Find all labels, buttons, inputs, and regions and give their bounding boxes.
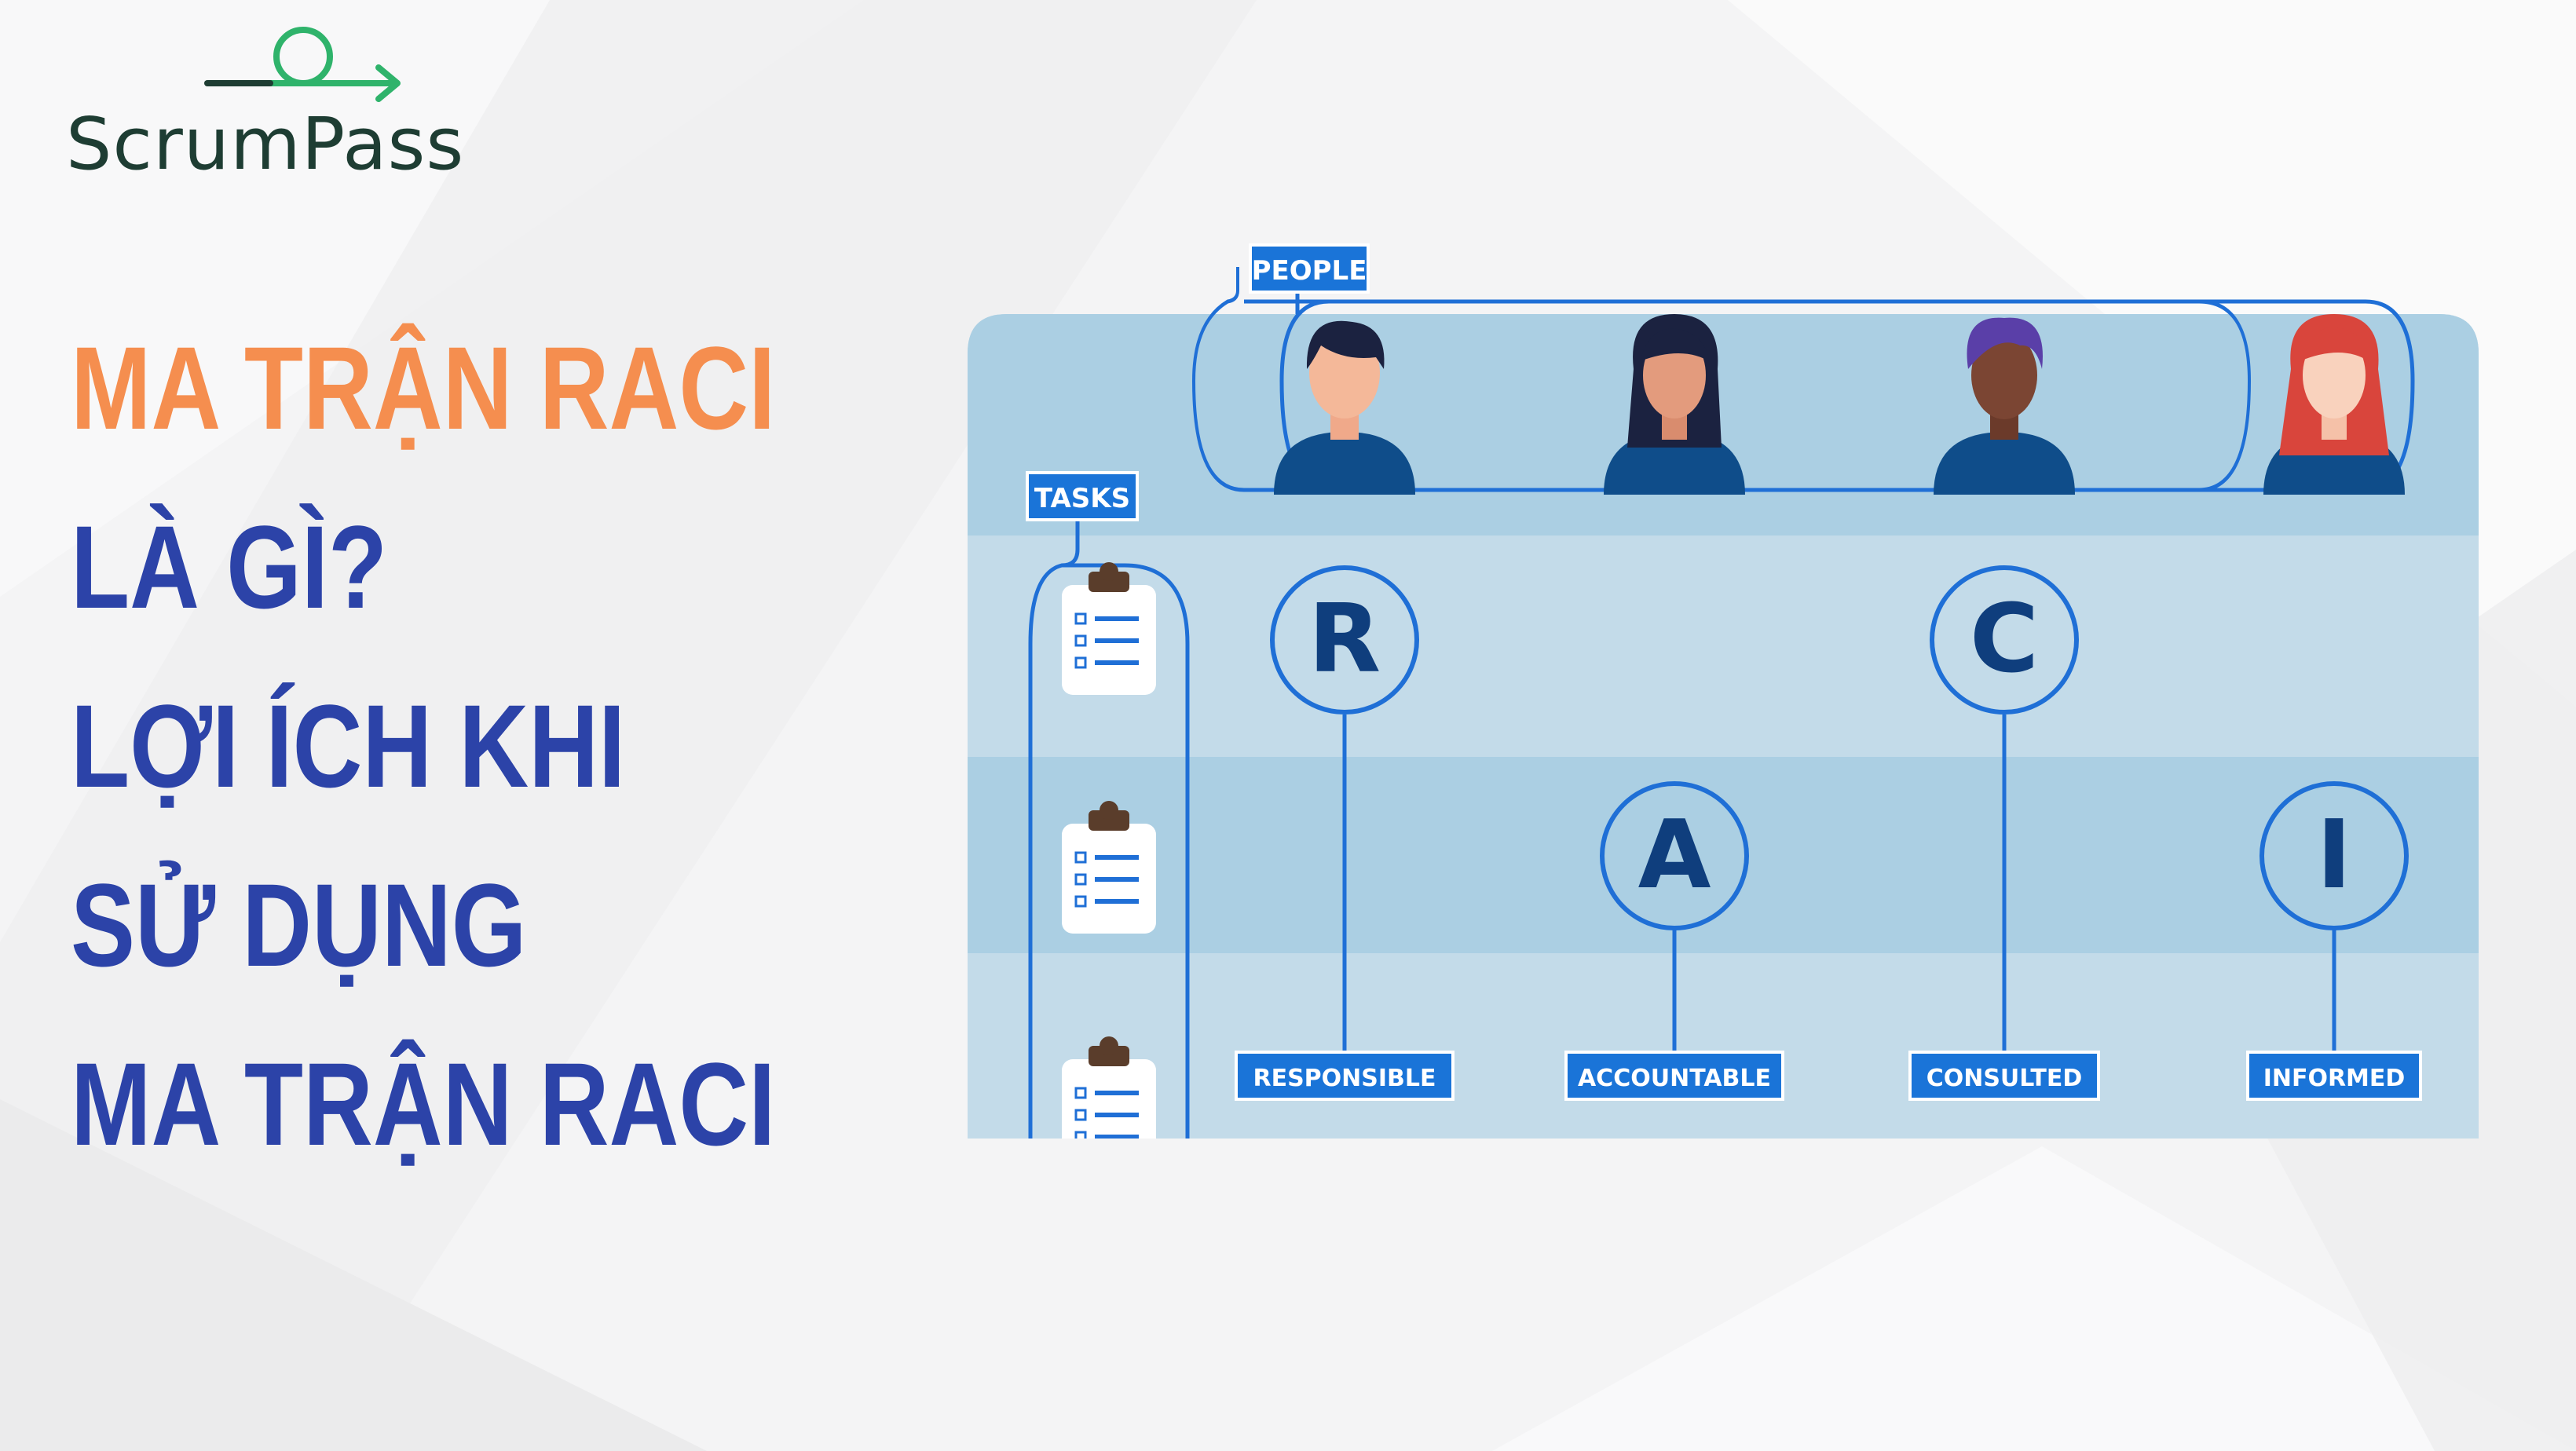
letter-a: A bbox=[1638, 801, 1711, 910]
letter-i: I bbox=[2317, 801, 2352, 910]
role-label-accountable: ACCOUNTABLE bbox=[1564, 1051, 1784, 1101]
headline-line-4: SỬ DỤNG bbox=[71, 859, 527, 991]
role-label-informed: INFORMED bbox=[2246, 1051, 2422, 1101]
people-label: PEOPLE bbox=[1252, 255, 1367, 287]
headline: MA TRẬN RACI LÀ GÌ? LỢI ÍCH KHI SỬ DỤNG … bbox=[71, 298, 792, 1193]
letter-i-circle: I bbox=[2259, 781, 2409, 930]
headline-line-2: LÀ GÌ? bbox=[71, 501, 388, 633]
brand-name: ScrumPass bbox=[66, 102, 465, 186]
person-icon bbox=[1274, 320, 1415, 495]
tasks-label: TASKS bbox=[1034, 483, 1130, 514]
informed-label: INFORMED bbox=[2263, 1065, 2406, 1092]
role-label-consulted: CONSULTED bbox=[1908, 1051, 2100, 1101]
accountable-label: ACCOUNTABLE bbox=[1578, 1065, 1771, 1092]
letter-a-circle: A bbox=[1600, 781, 1749, 930]
headline-line-5: MA TRẬN RACI bbox=[71, 1038, 776, 1170]
letter-c: C bbox=[1970, 585, 2039, 694]
letter-c-circle: C bbox=[1930, 565, 2079, 715]
tasks-tag: TASKS bbox=[1026, 471, 1139, 521]
person-icon bbox=[1604, 314, 1745, 495]
scrumpass-logo: ScrumPass bbox=[66, 24, 474, 181]
headline-line-1: MA TRẬN RACI bbox=[71, 322, 776, 454]
person-icon bbox=[2263, 314, 2405, 495]
role-label-responsible: RESPONSIBLE bbox=[1235, 1051, 1454, 1101]
people-tag: PEOPLE bbox=[1249, 243, 1370, 294]
consulted-label: CONSULTED bbox=[1927, 1065, 2083, 1092]
raci-diagram: PEOPLE TASKS bbox=[968, 243, 2479, 1139]
responsible-label: RESPONSIBLE bbox=[1253, 1065, 1436, 1092]
scrumpass-logo-icon bbox=[204, 27, 401, 102]
letter-r: R bbox=[1308, 585, 1381, 694]
letter-r-circle: R bbox=[1270, 565, 1419, 715]
headline-line-3: LỢI ÍCH KHI bbox=[71, 680, 626, 812]
person-icon bbox=[1934, 317, 2075, 495]
